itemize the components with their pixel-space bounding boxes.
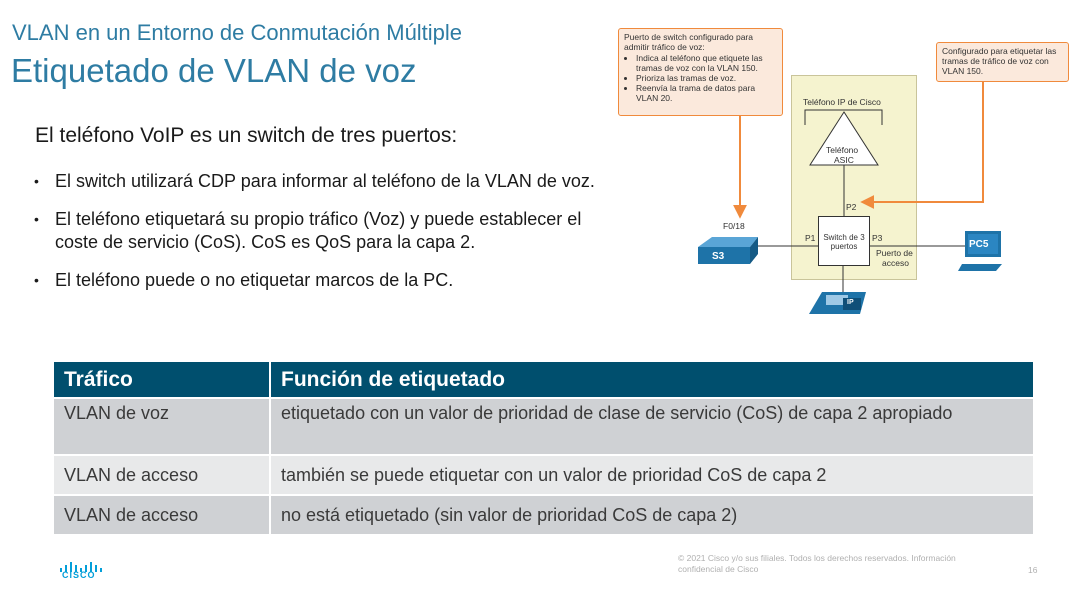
bullet-glyph: •	[34, 173, 39, 189]
port-p3-label: P3	[872, 233, 883, 243]
table-cell: VLAN de voz	[54, 397, 271, 455]
bullet-list: • El switch utilizará CDP para informar …	[34, 170, 614, 307]
left-callout-item: Reenvía la trama de datos para VLAN 20.	[636, 83, 777, 103]
table-cell: etiquetado con un valor de prioridad de …	[270, 397, 1035, 455]
bullet-text: El teléfono etiquetará su propio tráfico…	[55, 209, 582, 252]
ip-phone-area	[791, 75, 917, 280]
access-port-label-line2: acceso	[882, 258, 909, 268]
cisco-logo-icon	[60, 562, 102, 572]
s3-switch-top	[698, 237, 758, 247]
switch-port-label: F0/18	[723, 221, 745, 231]
page-number: 16	[1028, 565, 1038, 575]
port-p2-label: P2	[846, 202, 857, 212]
table-cell: también se puede etiquetar con un valor …	[270, 454, 1035, 495]
s3-switch-side	[750, 237, 758, 264]
port-p1-label: P1	[805, 233, 816, 243]
bullet-text: El teléfono puede o no etiquetar marcos …	[55, 270, 454, 290]
slide-subtitle: VLAN en un Entorno de Conmutación Múltip…	[12, 20, 463, 45]
bullet-glyph: •	[34, 211, 39, 227]
left-callout-item: Indica al teléfono que etiquete las tram…	[636, 53, 777, 73]
table-row: VLAN de acceso no está etiquetado (sin v…	[54, 494, 1035, 534]
three-port-switch: Switch de 3 puertos	[818, 216, 870, 266]
switch-label-line2: puertos	[830, 242, 858, 251]
table-header-cell: Tráfico	[54, 362, 271, 398]
ip-phone-badge	[843, 298, 861, 310]
bullet-text: El switch utilizará CDP para informar al…	[55, 171, 595, 191]
phone-bracket	[804, 109, 883, 125]
pc-keyboard	[958, 264, 1002, 271]
pc5-label: PC5	[969, 239, 989, 250]
ip-phone-badge-label: IP	[847, 299, 854, 306]
switch-label-line1: Switch de 3	[823, 233, 865, 242]
s3-switch-label: S3	[712, 251, 725, 262]
table-cell: VLAN de acceso	[54, 494, 271, 534]
table-row: VLAN de acceso también se puede etiqueta…	[54, 454, 1035, 495]
cisco-wordmark: CISCO	[62, 570, 96, 580]
asic-label-line1: Teléfono	[826, 145, 859, 155]
tagging-table: Tráfico Función de etiquetado VLAN de vo…	[54, 362, 1035, 534]
left-callout-item: Prioriza las tramas de voz.	[636, 73, 777, 83]
table-header-cell: Función de etiquetado	[270, 362, 1035, 398]
right-callout: Configurado para etiquetar las tramas de…	[936, 42, 1069, 82]
left-callout-heading: Puerto de switch configurado para admiti…	[624, 32, 753, 52]
access-port-label-line1: Puerto de	[876, 248, 913, 258]
right-callout-text: Configurado para etiquetar las tramas de…	[942, 46, 1057, 76]
left-callout: Puerto de switch configurado para admiti…	[618, 28, 783, 116]
table-cell: VLAN de acceso	[54, 454, 271, 495]
left-callout-list: Indica al teléfono que etiquete las tram…	[624, 53, 777, 103]
ip-phone-base	[809, 292, 866, 314]
asic-label-line2: ASIC	[834, 155, 854, 165]
lead-text: El teléfono VoIP es un switch de tres pu…	[35, 124, 458, 147]
pc-screen	[968, 234, 998, 254]
slide-title: Etiquetado de VLAN de voz	[11, 52, 417, 89]
copyright-text: © 2021 Cisco y/o sus filiales. Todos los…	[678, 553, 956, 574]
bullet-item: • El switch utilizará CDP para informar …	[34, 170, 614, 193]
bullet-item: • El teléfono puede o no etiquetar marco…	[34, 269, 614, 292]
s3-switch-body	[698, 247, 750, 264]
bullet-glyph: •	[34, 272, 39, 288]
bullet-item: • El teléfono etiquetará su propio tráfi…	[34, 208, 614, 254]
right-callout-arrow	[860, 82, 984, 209]
asic-triangle	[809, 111, 879, 166]
table-header-row: Tráfico Función de etiquetado	[54, 362, 1035, 398]
table-cell: no está etiquetado (sin valor de priorid…	[270, 494, 1035, 534]
pc-monitor	[965, 231, 1001, 257]
ip-phone-screen	[826, 295, 848, 305]
phone-area-label: Teléfono IP de Cisco	[803, 97, 881, 107]
table-row: VLAN de voz etiquetado con un valor de p…	[54, 397, 1035, 455]
